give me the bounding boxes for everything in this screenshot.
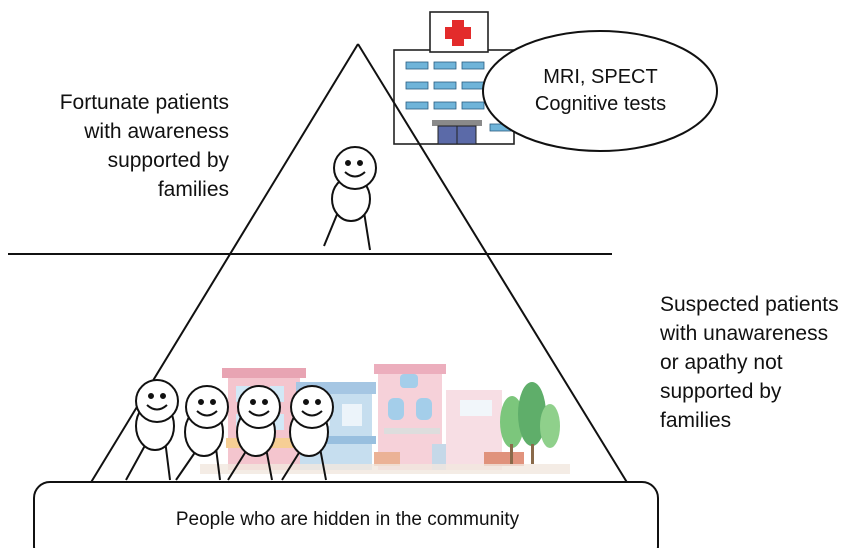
label-line: families	[660, 409, 732, 432]
red-cross-icon	[445, 20, 471, 46]
tests-callout	[482, 30, 718, 152]
stick-figure-icon	[323, 146, 377, 251]
fortunate-patients-label: Fortunate patients with awareness suppor…	[0, 88, 229, 204]
label-line: or apathy not	[660, 351, 783, 374]
label-line: Suspected patients	[660, 293, 839, 316]
stick-figure-icon	[175, 385, 229, 481]
community-label: People who are hidden in the community	[175, 509, 520, 530]
stick-figure-icon	[125, 379, 179, 481]
pyramid-left-edge	[89, 43, 359, 485]
label-line: supported by	[107, 149, 229, 172]
label-line: with unawareness	[660, 322, 829, 345]
suspected-patients-label: Suspected patients with unawareness or a…	[660, 290, 839, 435]
tree-icon	[500, 382, 560, 464]
pyramid-right-edge	[357, 43, 629, 485]
label-line: families	[157, 178, 229, 201]
stick-figure-icon	[281, 385, 334, 481]
community-box	[33, 481, 659, 548]
label-line: MRI, SPECT	[543, 66, 658, 88]
label-line: Fortunate patients	[59, 91, 229, 114]
street	[200, 464, 570, 474]
label-line: supported by	[660, 380, 782, 403]
tests-label: MRI, SPECT Cognitive tests	[484, 64, 717, 118]
label-line: with awareness	[84, 120, 229, 143]
label-line: Cognitive tests	[534, 93, 667, 115]
stick-figure-icon	[227, 385, 281, 481]
